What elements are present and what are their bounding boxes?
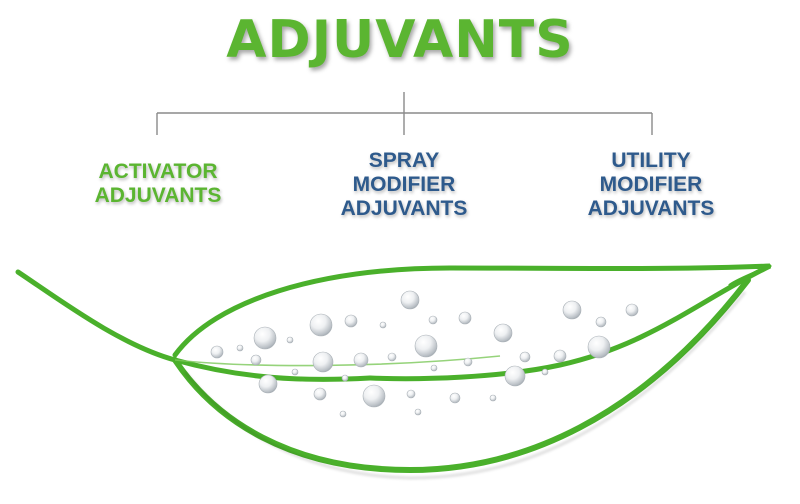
water-droplet bbox=[362, 384, 386, 408]
water-droplet bbox=[236, 344, 244, 352]
water-droplet bbox=[341, 374, 349, 382]
leaf-illustration bbox=[15, 263, 772, 480]
water-droplet bbox=[414, 334, 438, 358]
water-droplet bbox=[562, 300, 582, 320]
tree-connector bbox=[156, 92, 653, 135]
water-droplet bbox=[210, 345, 224, 359]
water-droplets bbox=[210, 290, 639, 418]
water-droplet bbox=[387, 352, 397, 362]
water-droplet bbox=[400, 290, 420, 310]
water-droplet bbox=[587, 335, 611, 359]
water-droplet bbox=[463, 357, 473, 367]
category-line: MODIFIER bbox=[599, 173, 703, 196]
water-droplet bbox=[253, 326, 277, 350]
diagram-title: ADJUVANTS bbox=[226, 10, 574, 70]
water-droplet bbox=[250, 354, 262, 366]
water-droplet bbox=[406, 389, 416, 399]
category-utility-modifier-adjuvants: UTILITY MODIFIER ADJUVANTS bbox=[541, 149, 761, 221]
category-line: MODIFIER bbox=[352, 173, 456, 196]
water-droplet bbox=[625, 303, 639, 317]
water-droplet bbox=[489, 394, 497, 402]
category-line: SPRAY bbox=[368, 149, 440, 172]
water-droplet bbox=[414, 408, 422, 416]
water-droplet bbox=[504, 365, 526, 387]
water-droplet bbox=[312, 351, 334, 373]
category-line: ADJUVANTS bbox=[587, 197, 715, 220]
category-line: ACTIVATOR bbox=[98, 160, 218, 183]
water-droplet bbox=[353, 352, 369, 368]
water-droplet bbox=[541, 368, 549, 376]
water-droplet bbox=[286, 336, 294, 344]
water-droplet bbox=[493, 323, 513, 343]
water-droplet bbox=[458, 311, 472, 325]
water-droplet bbox=[595, 316, 607, 328]
water-droplet bbox=[430, 364, 438, 372]
water-droplet bbox=[309, 313, 333, 337]
water-droplet bbox=[339, 410, 347, 418]
leaf-tip-lower bbox=[728, 264, 772, 287]
water-droplet bbox=[291, 368, 299, 376]
leaf-shadow bbox=[183, 291, 747, 480]
leaf-midrib bbox=[174, 355, 501, 367]
category-line: ADJUVANTS bbox=[94, 184, 222, 207]
water-droplet bbox=[428, 315, 438, 325]
water-droplet bbox=[379, 321, 387, 329]
water-droplet bbox=[553, 349, 567, 363]
water-droplet bbox=[313, 387, 327, 401]
category-line: UTILITY bbox=[611, 149, 691, 172]
category-spray-modifier-adjuvants: SPRAY MODIFIER ADJUVANTS bbox=[294, 149, 514, 221]
water-droplet bbox=[519, 351, 531, 363]
water-droplet bbox=[344, 314, 358, 328]
water-droplet bbox=[258, 374, 278, 394]
category-activator-adjuvants: ACTIVATOR ADJUVANTS bbox=[48, 160, 268, 208]
water-droplet bbox=[449, 392, 461, 404]
category-line: ADJUVANTS bbox=[340, 197, 468, 220]
